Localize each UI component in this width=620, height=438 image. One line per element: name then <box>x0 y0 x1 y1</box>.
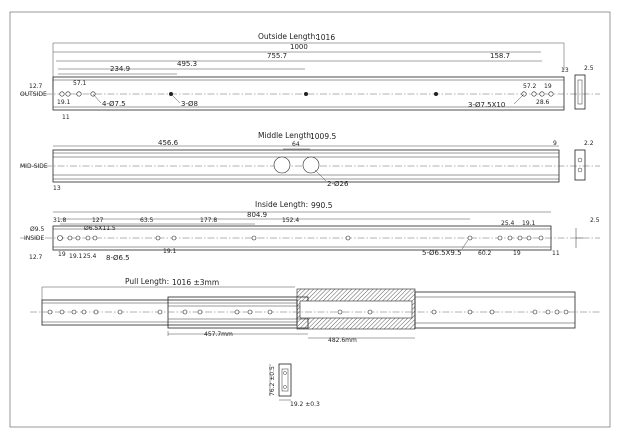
dim-outside-57-1: 57.1 <box>73 80 87 87</box>
dim-inside-19-bottom: 19 <box>513 250 521 257</box>
dim-middle-13: 13 <box>53 185 61 192</box>
pull-segment-2: 482.6mm <box>328 337 357 344</box>
dim-outside-13: 13 <box>561 67 569 74</box>
dim-middle-2-2: 2.2 <box>584 140 594 147</box>
dim-outside-1000: 1000 <box>290 43 308 51</box>
dim-outside-158: 158.7 <box>490 52 510 60</box>
outside-length-value: 1016 <box>316 33 335 42</box>
pull-extended-view: Pull Length: 1016 ±3mm <box>30 277 600 344</box>
outside-end-profile <box>574 74 586 110</box>
dim-inside-25-4: 25.4 <box>83 253 97 260</box>
sheet-border <box>9 11 611 428</box>
dim-inside-12-7: 12.7 <box>29 254 43 261</box>
dim-outside-495: 495.3 <box>177 60 197 68</box>
section-width: 19.2 ±0.3 <box>290 401 320 408</box>
dim-inside-127: 127 <box>92 217 104 224</box>
dim-outside-11: 11 <box>62 114 70 121</box>
dim-outside-19-1: 19.1 <box>57 99 71 106</box>
dim-outside-57-2: 57.2 <box>523 83 537 90</box>
outside-holes-slot: 3-Ø7.5X10 <box>468 101 505 109</box>
section-height: 76.2 ±0.5 <box>269 366 276 396</box>
outside-side-label: OUTSIDE <box>20 91 47 98</box>
dim-outside-755: 755.7 <box>267 52 287 60</box>
outside-holes-3: 3-Ø8 <box>181 100 198 108</box>
inside-length-value: 990.5 <box>311 201 333 210</box>
dim-inside-177-8: 177.8 <box>200 217 217 224</box>
inside-slot: Ø6.5X11.5 <box>84 225 116 232</box>
dim-inside-19-1-mid: 19.1 <box>163 248 177 255</box>
cross-section-body <box>278 363 292 397</box>
pull-length-value: 1016 ±3mm <box>172 278 219 287</box>
dim-outside-234: 234.9 <box>110 65 130 73</box>
dim-inside-152-4: 152.4 <box>282 217 299 224</box>
dim-middle-456: 456.6 <box>158 139 179 147</box>
inside-d95: Ø9.5 <box>30 226 44 233</box>
dim-inside-19: 19 <box>58 251 66 258</box>
dim-outside-28-6: 28.6 <box>536 99 550 106</box>
dim-inside-19-1-top: 19.1 <box>522 220 536 227</box>
outside-holes-4: 4-Ø7.5 <box>102 100 126 108</box>
dim-inside-2-5: 2.5 <box>590 217 600 224</box>
middle-member-view: Middle Length: 1009.5 456.6 64 9 2.2 13 … <box>20 131 600 192</box>
dim-inside-11: 11 <box>552 250 560 257</box>
dim-outside-2-5: 2.5 <box>584 65 594 72</box>
pull-outer-member <box>41 299 298 326</box>
inside-length-label: Inside Length: <box>255 200 308 209</box>
middle-length-label: Middle Length: <box>258 131 314 140</box>
dim-inside-804: 804.9 <box>247 211 267 219</box>
dim-inside-60-2: 60.2 <box>478 250 492 257</box>
dim-inside-25-4-top: 25.4 <box>501 220 515 227</box>
pull-segment-1: 457.7mm <box>204 331 233 338</box>
dim-inside-63-5: 63.5 <box>140 217 154 224</box>
dim-inside-31-8: 31.8 <box>53 217 67 224</box>
inside-holes-8: 8-Ø6.5 <box>106 254 130 262</box>
middle-hole-right <box>302 156 320 174</box>
outside-rail-body <box>52 76 565 111</box>
outside-member-view: Outside Length: 1016 1000 755.7 495.3 23… <box>20 32 600 121</box>
dim-middle-64: 64 <box>292 141 300 148</box>
middle-length-value: 1009.5 <box>310 132 336 141</box>
inside-holes-5: 5-Ø6.5X9.5 <box>422 249 462 257</box>
dim-inside-19-1-left: 19.1 <box>69 253 83 260</box>
middle-holes: 2-Ø26 <box>327 180 349 188</box>
middle-side-label: MID-SIDE <box>20 163 48 170</box>
dim-outside-12-7: 12.7 <box>29 83 43 90</box>
middle-end-profile <box>574 149 586 181</box>
cross-section-view: 76.2 ±0.5 19.2 ±0.3 <box>269 363 320 408</box>
middle-hole-left <box>273 156 291 174</box>
dim-outside-19: 19 <box>544 83 552 90</box>
pull-length-label: Pull Length: <box>125 277 169 286</box>
inside-member-view: Inside Length: 990.5 804.9 31.8 127 63.5… <box>20 200 600 262</box>
inside-side-label: INSIDE <box>24 235 44 242</box>
dim-middle-9: 9 <box>553 140 557 147</box>
outside-length-label: Outside Length: <box>258 32 318 41</box>
